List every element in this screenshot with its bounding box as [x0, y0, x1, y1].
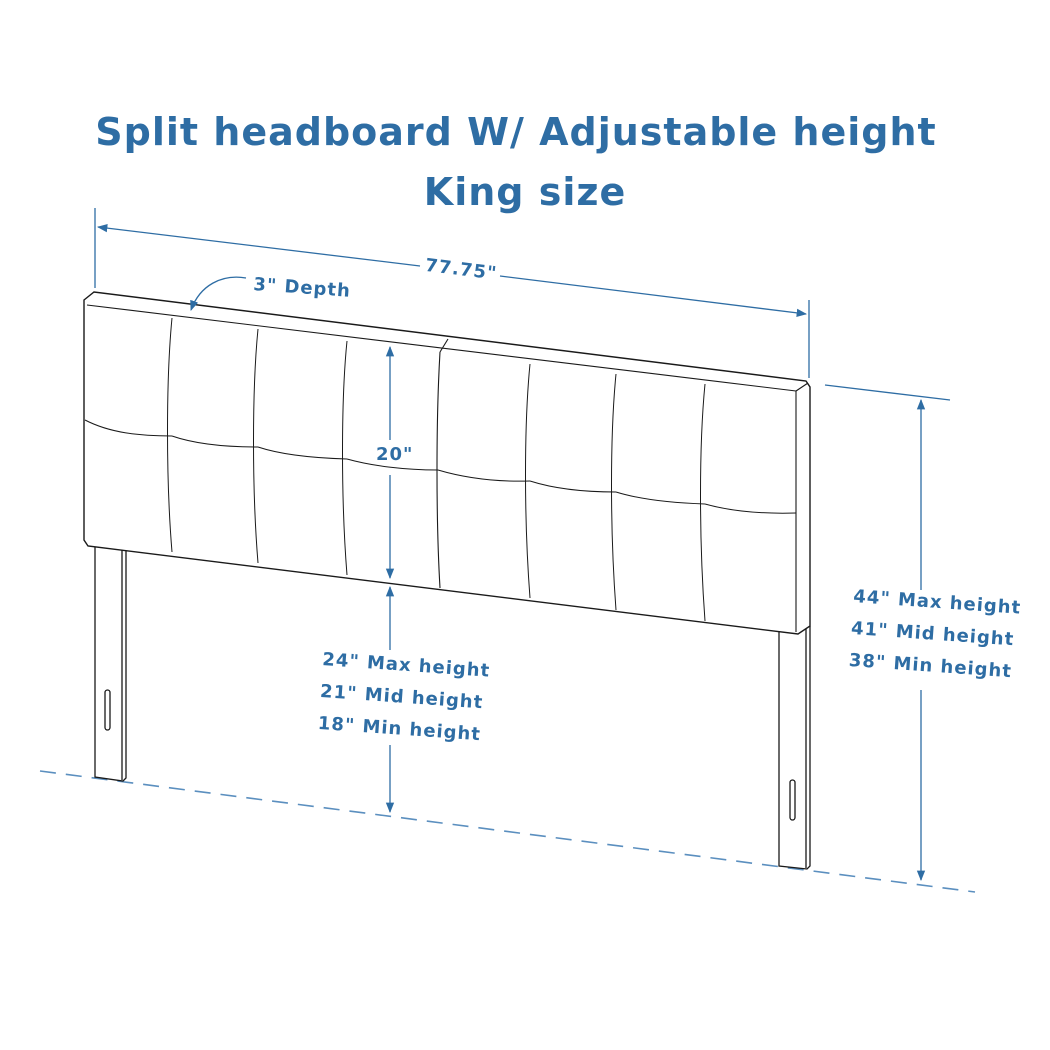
- left-leg-slot: [104, 689, 111, 731]
- leg-clearance-min: 18" Min height: [317, 713, 481, 745]
- diagram-title: Split headboard W/ Adjustable height: [95, 110, 937, 154]
- overall-height-mid: 41" Mid height: [850, 618, 1015, 650]
- overall-height-min: 38" Min height: [848, 650, 1012, 682]
- width-dimension: 77.75": [94, 208, 810, 378]
- panel-height-label: 20": [376, 444, 413, 465]
- title-block: Split headboard W/ Adjustable height Kin…: [0, 104, 1050, 220]
- right-leg: [778, 626, 811, 870]
- leg-clearance-max: 24" Max height: [322, 649, 491, 682]
- overall-height-dimension: 44" Max height 41" Mid height 38" Min he…: [824, 384, 1022, 882]
- right-leg-slot: [789, 779, 796, 821]
- panel-height-dimension: 20": [376, 345, 413, 580]
- diagram-subtitle: King size: [423, 170, 627, 214]
- depth-label: 3" Depth: [253, 274, 352, 302]
- depth-dimension: 3" Depth: [190, 274, 352, 311]
- width-label: 77.75": [424, 255, 498, 285]
- overall-height-max: 44" Max height: [853, 586, 1022, 619]
- floor-line: [39, 770, 976, 893]
- left-leg: [94, 545, 127, 782]
- leg-clearance-mid: 21" Mid height: [319, 681, 484, 713]
- headboard: [83, 291, 811, 635]
- leg-clearance-dimension: 24" Max height 21" Mid height 18" Min he…: [317, 585, 491, 814]
